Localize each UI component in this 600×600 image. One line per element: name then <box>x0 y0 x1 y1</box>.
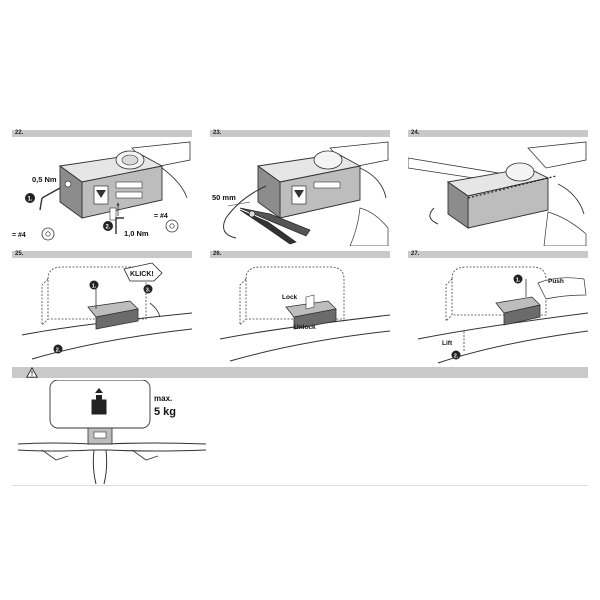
step-number: 24. <box>411 130 420 136</box>
warning-header <box>12 367 588 378</box>
badge-1: 1. <box>92 283 97 289</box>
torque-large-label: 1,0 Nm <box>124 229 149 238</box>
weight-limit-illustration: max. 5 kg <box>12 380 212 484</box>
bottom-divider <box>12 485 588 486</box>
push-label: Push <box>548 278 564 285</box>
badge-2: 2. <box>105 225 110 231</box>
step-27-illustration: Push Lift 1. 2. <box>408 259 588 365</box>
step-header-23: 23. <box>210 130 390 137</box>
step-number: 22. <box>15 130 24 136</box>
step-header-25: 25. <box>12 251 192 258</box>
step-number: 23. <box>213 130 222 136</box>
step-header-24: 24. <box>408 130 588 137</box>
torque-small-label: 0,5 Nm <box>32 175 57 184</box>
key-right-label: = #4 <box>154 213 168 220</box>
badge-1: 1. <box>516 277 521 283</box>
lift-label: Lift <box>442 340 453 347</box>
lock-label: Lock <box>282 294 298 301</box>
step-header-27: 27. <box>408 251 588 258</box>
max-weight-label: max. <box>154 394 173 403</box>
length-label: 50 mm <box>212 193 236 202</box>
click-label: KLICK! <box>130 271 154 278</box>
step-22-illustration: 1. 2. 0,5 Nm 1,0 Nm = #4 = #4 <box>12 138 192 246</box>
badge-2: 2. <box>454 353 459 359</box>
badge-3: 3. <box>146 287 151 293</box>
step-24-illustration <box>408 138 588 246</box>
step-header-26: 26. <box>210 251 390 258</box>
step-number: 27. <box>411 251 420 257</box>
badge-2: 2. <box>56 347 61 353</box>
badge-1: 1. <box>27 197 32 203</box>
key-left-label: = #4 <box>12 232 26 239</box>
unlock-label: Unlock <box>294 324 316 331</box>
max-weight-value: 5 kg <box>154 406 177 418</box>
step-26-illustration: Lock Unlock <box>210 259 390 365</box>
step-header-22: 22. <box>12 130 192 137</box>
step-number: 26. <box>213 251 222 257</box>
warning-triangle-icon <box>26 367 38 378</box>
step-number: 25. <box>15 251 24 257</box>
step-23-illustration: 50 mm <box>210 138 390 246</box>
step-25-illustration: KLICK! 1. 3. 2. <box>12 259 192 365</box>
